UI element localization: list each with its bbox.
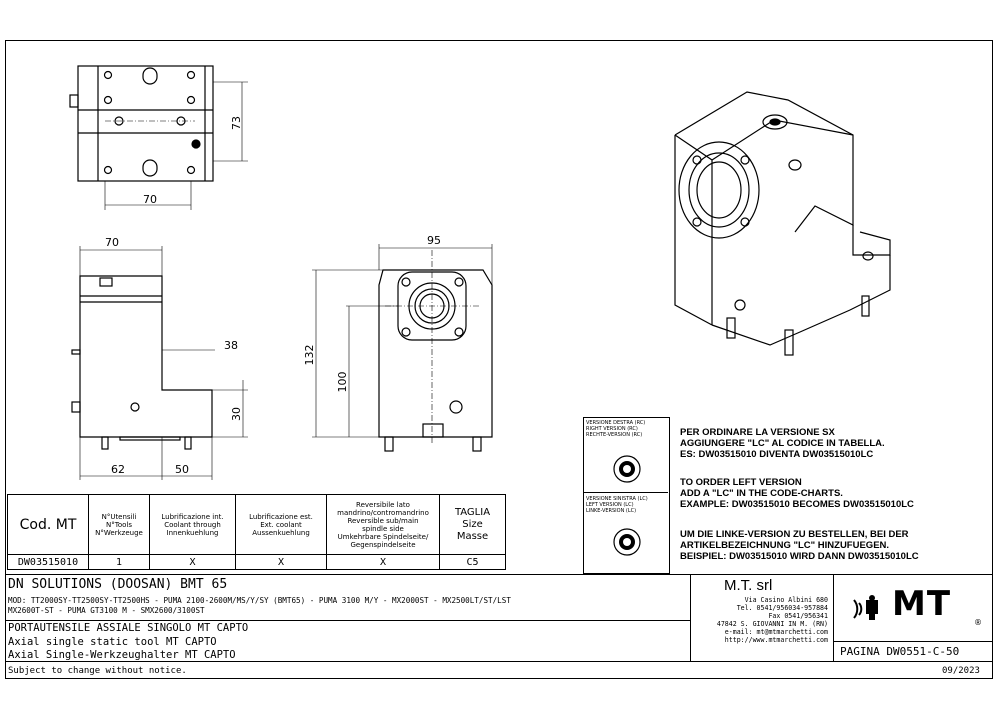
right-version-symbol — [613, 455, 641, 483]
description-italian: PORTAUTENSILE ASSIALE SINGOLO MT CAPTO — [8, 622, 249, 634]
mt-logo: MT ® — [850, 584, 982, 627]
front-view — [312, 244, 493, 452]
side-view — [71, 246, 248, 480]
dim-front-axis-height: 100 — [336, 372, 349, 393]
table-row: DW03515010 1 X X X C5 — [7, 554, 506, 570]
page-number: PAGINA DW0551-C-50 — [840, 645, 959, 658]
dim-side-bottom-right: 50 — [175, 463, 189, 476]
dim-side-step: 38 — [224, 339, 238, 352]
dim-side-low-height: 30 — [230, 407, 243, 421]
page-code: DW0551-C-50 — [886, 645, 960, 658]
left-version-label: VERSIONE SINISTRA (LC) LEFT VERSION (LC)… — [586, 496, 648, 514]
dim-top-width: 70 — [143, 193, 157, 206]
description-english: Axial single static tool MT CAPTO — [8, 636, 217, 648]
cell-reversible: X — [326, 554, 440, 570]
model-list: MOD: TT2000SY-TT2500SY-TT2500HS - PUMA 2… — [8, 596, 511, 615]
right-version-label: VERSIONE DESTRA (RC) RIGHT VERSION (RC) … — [586, 420, 646, 438]
disclaimer: Subject to change without notice. — [8, 666, 187, 676]
dim-side-top-width: 70 — [105, 236, 119, 249]
description-german: Axial Single-Werkzeughalter MT CAPTO — [8, 649, 236, 661]
signal-icon — [853, 595, 878, 620]
registered-mark: ® — [974, 618, 982, 627]
note-german: UM DIE LINKE-VERSION ZU BESTELLEN, BEI D… — [680, 529, 919, 562]
title-block-vline-1 — [690, 575, 691, 661]
page-label: PAGINA — [840, 645, 880, 658]
cell-external-coolant: X — [235, 554, 327, 570]
company-address: Via Casino Albini 680 Tel. 0541/956034-9… — [716, 596, 828, 644]
cell-tools: 1 — [88, 554, 150, 570]
company-name: M.T. srl — [724, 577, 773, 594]
cell-code: DW03515010 — [7, 554, 89, 570]
cell-internal-coolant: X — [149, 554, 236, 570]
title-block-vline-2 — [833, 575, 834, 661]
drawing-frame — [5, 40, 993, 679]
header-code: Cod. MT — [7, 494, 89, 555]
dim-front-width: 95 — [427, 234, 441, 247]
title-block-divider-mid — [6, 620, 690, 621]
isometric-view — [674, 91, 891, 356]
dim-top-height: 73 — [230, 116, 243, 130]
dim-front-height: 132 — [303, 345, 316, 366]
left-version-symbol — [613, 528, 641, 556]
dim-side-bottom-left: 62 — [111, 463, 125, 476]
title-block-divider-top — [6, 574, 992, 575]
top-view — [69, 65, 248, 210]
title-block-divider-bottom — [6, 661, 992, 662]
version-divider — [584, 492, 668, 493]
title-block-divider-page — [833, 641, 992, 642]
logo-text: MT — [892, 584, 952, 624]
cell-size: C5 — [439, 554, 506, 570]
revision-date: 09/2023 — [942, 666, 980, 676]
machine-title: DN SOLUTIONS (DOOSAN) BMT 65 — [8, 577, 228, 592]
